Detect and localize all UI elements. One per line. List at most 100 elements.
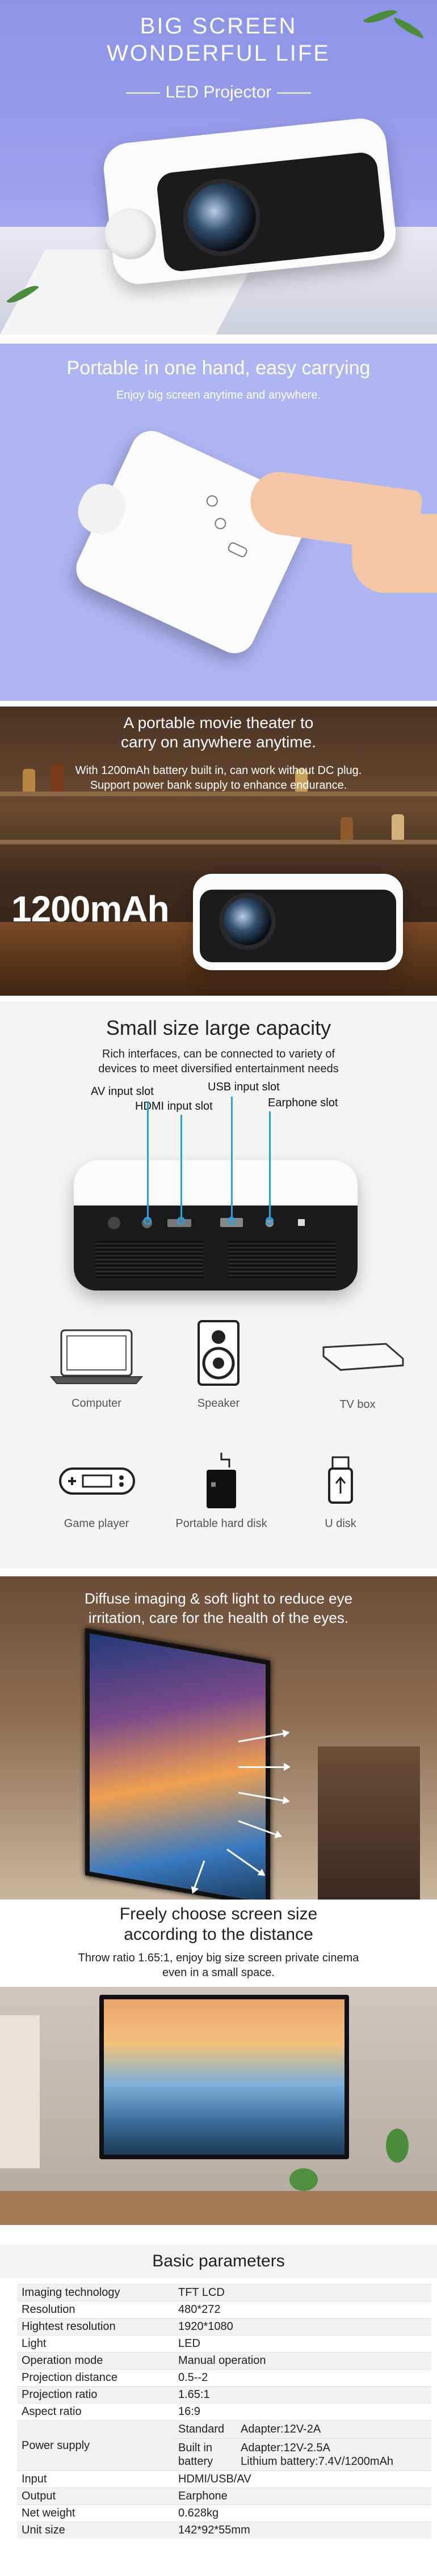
usb-slot-marker	[228, 1217, 236, 1225]
tv-box-icon	[322, 1343, 404, 1371]
bottle-image	[23, 769, 35, 792]
param-value: HDMI/USB/AV	[174, 2471, 431, 2488]
device-harddisk: Portable hard disk	[170, 1449, 272, 1530]
nav-button-icon	[226, 541, 249, 559]
dc-port-icon	[108, 1217, 120, 1229]
bottle-image	[295, 769, 308, 792]
living-room-image	[0, 1987, 437, 2225]
battery-section: A portable movie theater to carry on any…	[0, 707, 437, 996]
portable-section: Portable in one hand, easy carrying Enjo…	[0, 344, 437, 701]
bookshelf	[0, 2015, 40, 2168]
diffuse-title: Diffuse imaging & soft light to reduce e…	[0, 1589, 437, 1627]
device-speaker: Speaker	[170, 1319, 267, 1410]
portable-title: Portable in one hand, easy carrying	[66, 357, 371, 379]
projector-lens	[219, 893, 276, 950]
power-standard-label: Standard	[178, 2423, 225, 2435]
param-value: 1.65:1	[174, 2386, 431, 2404]
interfaces-desc: Rich interfaces, can be connected to var…	[0, 1047, 437, 1076]
device-tvbox-label: TV box	[339, 1398, 376, 1411]
battery-capacity-label: 1200mAh	[11, 889, 170, 929]
projector-back-image	[74, 1160, 358, 1291]
screen-frame	[99, 1995, 349, 2159]
screen-size-title: Freely choose screen size according to t…	[0, 1904, 437, 1945]
interfaces-section: Small size large capacity Rich interface…	[0, 1001, 437, 1568]
param-key: Output	[17, 2488, 174, 2505]
param-value: 0.628kg	[174, 2505, 431, 2522]
bar-shelf	[0, 792, 437, 796]
battery-desc-line2: Support power bank supply to enhance end…	[90, 779, 347, 792]
diffuse-line1: Diffuse imaging & soft light to reduce e…	[84, 1590, 353, 1607]
param-key: Projection ratio	[17, 2386, 174, 2404]
battery-desc: With 1200mAh battery built in, can work …	[0, 763, 437, 793]
param-value: 142*92*55mm	[174, 2522, 431, 2539]
av-slot-label: AV input slot	[91, 1085, 154, 1098]
param-key: Unit size	[17, 2522, 174, 2539]
interfaces-desc-line1: Rich interfaces, can be connected to var…	[102, 1048, 335, 1060]
param-key: Net weight	[17, 2505, 174, 2522]
parameters-title: Basic parameters	[0, 2244, 437, 2278]
hard-disk-icon	[207, 1453, 236, 1508]
device-computer: Computer	[45, 1325, 148, 1410]
bottle-image	[392, 814, 404, 840]
hero-title: BIG SCREEN WONDERFUL LIFE	[0, 12, 437, 67]
diffuse-line2: irritation, care for the health of the e…	[88, 1609, 349, 1626]
projector-in-hand-image	[69, 424, 317, 660]
projector-image	[101, 116, 398, 287]
hero-title-line1: BIG SCREEN	[140, 14, 297, 39]
power-button-icon	[204, 493, 220, 509]
device-speaker-label: Speaker	[197, 1397, 240, 1410]
param-value: LED	[174, 2335, 431, 2353]
interfaces-title: Small size large capacity	[106, 1016, 331, 1039]
device-udisk: U disk	[301, 1455, 380, 1530]
bar-shelf	[0, 840, 437, 844]
hand-palm-image	[352, 514, 437, 593]
speaker-icon	[198, 1320, 239, 1386]
power-builtin-value1: Adapter:12V-2.5A	[241, 2442, 330, 2454]
param-value: 1920*1080	[174, 2318, 431, 2336]
laptop-icon	[49, 1329, 144, 1384]
param-key: Input	[17, 2471, 174, 2488]
sunset-image	[104, 1999, 344, 2155]
param-key: Imaging technology	[17, 2284, 174, 2302]
screen-size-section: Freely choose screen size according to t…	[0, 1900, 437, 2240]
device-gameplayer: Game player	[45, 1461, 148, 1530]
bottle-image	[51, 763, 64, 792]
screen-size-title-line1: Freely choose screen size	[119, 1905, 318, 1923]
param-value: Earphone	[174, 2488, 431, 2505]
power-builtin-label: Built in battery	[178, 2442, 213, 2468]
vent-grill	[95, 1241, 203, 1279]
menu-button-icon	[213, 516, 228, 531]
param-value: 0.5--2	[174, 2369, 431, 2387]
hdmi-slot-marker	[177, 1217, 185, 1225]
diffuse-section: Diffuse imaging & soft light to reduce e…	[0, 1576, 437, 1900]
screen-size-desc: Throw ratio 1.65:1, enjoy big size scree…	[0, 1951, 437, 1980]
device-udisk-label: U disk	[325, 1517, 356, 1530]
earphone-slot-marker	[266, 1217, 274, 1225]
floor-cabinet	[0, 2191, 437, 2225]
hero-subtitle-text: LED Projector	[165, 83, 272, 101]
vent-grill	[228, 1241, 336, 1279]
hero-subtitle: LED Projector	[0, 83, 437, 102]
param-key: Projection distance	[17, 2369, 174, 2387]
device-harddisk-label: Portable hard disk	[175, 1517, 267, 1530]
device-computer-label: Computer	[72, 1397, 121, 1410]
av-slot-line	[147, 1101, 149, 1220]
param-value: Manual operation	[174, 2352, 431, 2370]
projector-image	[193, 874, 403, 970]
param-value: 480*272	[174, 2301, 431, 2319]
